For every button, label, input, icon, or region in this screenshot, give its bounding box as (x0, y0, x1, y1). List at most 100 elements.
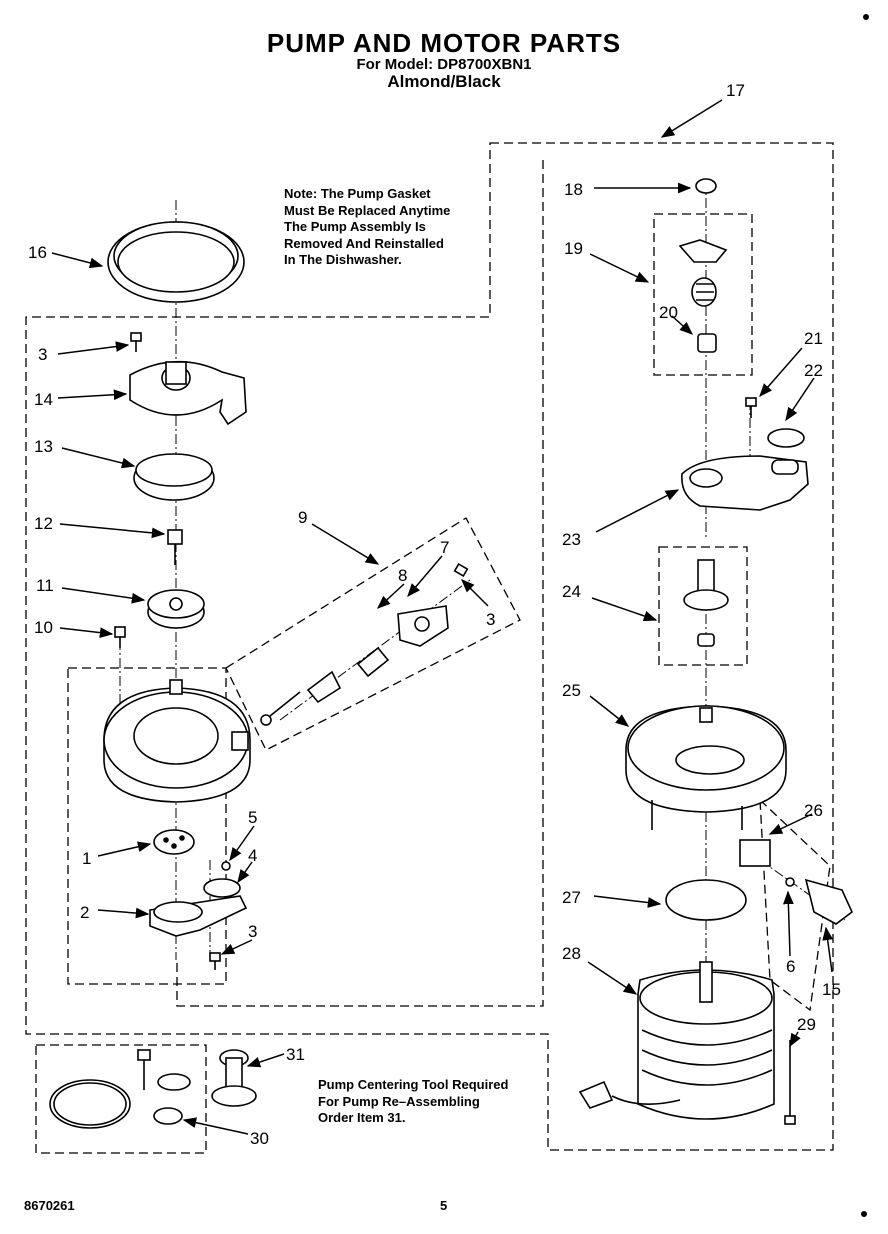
disc-27 (665, 879, 747, 921)
screw-3-bottom (209, 952, 221, 970)
seal-ring-22 (767, 428, 805, 448)
gasket-kit-30 (49, 1049, 191, 1129)
nut-18 (695, 178, 717, 194)
pump-gasket-note: Note: The Pump Gasket Must Be Replaced A… (284, 186, 451, 267)
group-19-outline (653, 213, 753, 376)
page-number: 5 (440, 1198, 448, 1213)
screw-29 (784, 1040, 796, 1125)
leader-3c (220, 939, 253, 955)
impeller-screw-12 (167, 529, 183, 565)
leader-9 (311, 523, 380, 565)
centering-tool-note: Pump Centering Tool Required For Pump Re… (318, 1077, 509, 1125)
centering-tool-31 (211, 1049, 257, 1107)
leader-29 (789, 1031, 801, 1048)
motor-mount-25 (625, 705, 787, 830)
group-9-outline (225, 517, 521, 751)
leader-4 (237, 861, 253, 884)
callout-22: 22 (804, 361, 823, 380)
leader-27 (593, 895, 662, 908)
callout-31: 31 (286, 1045, 305, 1064)
leader-23 (595, 489, 680, 533)
color-line: Almond/Black (387, 72, 501, 91)
leader-15 (822, 926, 833, 973)
callout-25: 25 (562, 681, 581, 700)
callout-27: 27 (562, 888, 581, 907)
callout-3: 3 (248, 922, 257, 941)
clip-26 (739, 839, 771, 867)
motor-28 (578, 961, 775, 1120)
mounting-plate-23 (681, 455, 809, 511)
leader-7 (407, 555, 443, 598)
callout-4: 4 (248, 846, 257, 865)
callout-29: 29 (797, 1015, 816, 1034)
leader-25 (589, 695, 630, 727)
callout-21: 21 (804, 329, 823, 348)
leader-10 (59, 627, 114, 638)
screw-10 (114, 626, 126, 648)
leader-8 (377, 583, 405, 609)
pump-cover-14 (129, 360, 247, 426)
screw-3-top (130, 332, 142, 352)
callout-2: 2 (80, 903, 89, 922)
leader-3b (461, 579, 489, 607)
page-title: PUMP AND MOTOR PARTS (266, 28, 622, 58)
document-number: 8670261 (24, 1198, 75, 1213)
float-switch-19 (678, 239, 728, 307)
ball-5 (221, 861, 231, 871)
callout-17: 17 (726, 81, 745, 100)
callout-9: 9 (298, 508, 307, 527)
leader-16 (51, 252, 104, 269)
sensor-15 (804, 878, 853, 925)
bushing-20 (697, 333, 717, 353)
callout-6: 6 (786, 957, 795, 976)
callout-14: 14 (34, 390, 53, 409)
callout-7: 7 (440, 538, 449, 557)
callout-5: 5 (248, 808, 257, 827)
group-24-outline (658, 546, 748, 666)
leader-31 (246, 1053, 285, 1068)
leader-6 (782, 890, 794, 957)
callout-10: 10 (34, 618, 53, 637)
callout-19: 19 (564, 239, 583, 258)
model-line: For Model: DP8700XBN1 (356, 56, 532, 73)
leader-19 (589, 253, 650, 283)
filter-1 (153, 829, 195, 855)
callout-11: 11 (36, 576, 54, 595)
pump-housing (103, 679, 251, 803)
callout-3: 3 (486, 610, 495, 629)
leader-2 (97, 907, 150, 919)
group-30-outline (35, 1044, 207, 1154)
leader-22 (785, 377, 815, 422)
callout-20: 20 (659, 303, 678, 322)
callout-18: 18 (564, 180, 583, 199)
pump-gasket-16 (107, 221, 245, 303)
leader-14 (57, 389, 128, 401)
screw-21 (745, 397, 757, 418)
leader-3a (57, 341, 130, 355)
callout-23: 23 (562, 530, 581, 549)
leader-12 (59, 523, 166, 539)
leader-28 (587, 961, 638, 995)
callout-12: 12 (34, 514, 53, 533)
callout-24: 24 (562, 582, 581, 601)
gasket-4 (203, 878, 241, 898)
callout-1: 1 (82, 849, 91, 868)
impeller-11 (147, 589, 205, 629)
leader-11 (61, 587, 146, 604)
seal-ring-13 (133, 453, 215, 501)
shaft-assembly-24 (683, 559, 729, 647)
callout-26: 26 (804, 801, 823, 820)
leader-21 (759, 347, 803, 398)
callout-3: 3 (38, 345, 47, 364)
callout-16: 16 (28, 243, 47, 262)
check-valve-housing-2 (149, 895, 248, 937)
leader-5 (229, 825, 255, 862)
leader-20 (671, 315, 694, 335)
callout-13: 13 (34, 437, 53, 456)
callout-28: 28 (562, 944, 581, 963)
leader-1 (97, 841, 152, 857)
callout-15: 15 (822, 980, 841, 999)
